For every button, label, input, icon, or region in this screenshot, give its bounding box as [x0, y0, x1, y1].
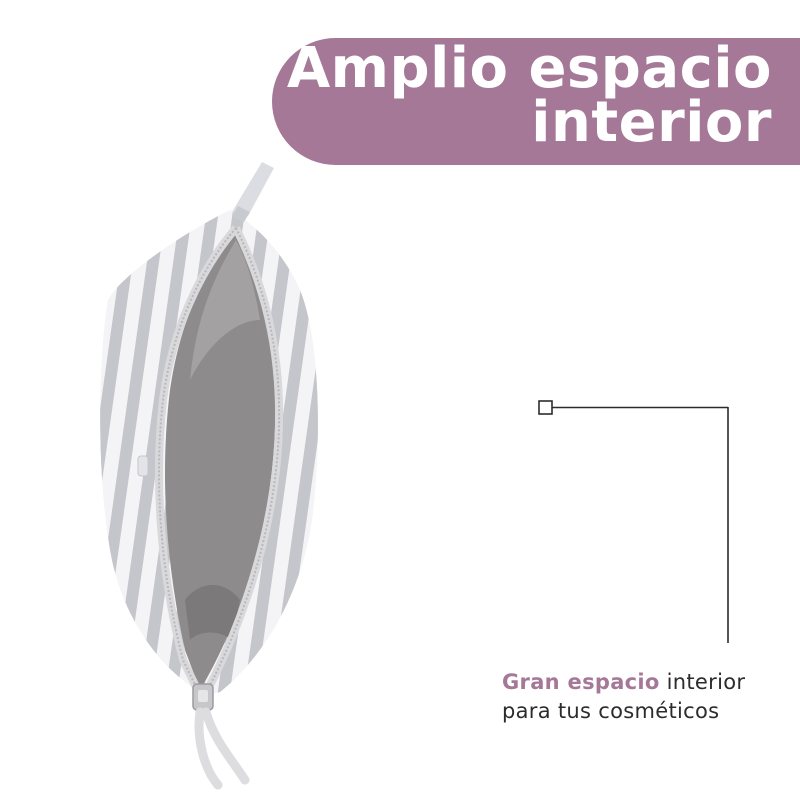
caption-line-1: Gran espacio interior	[502, 668, 745, 697]
feature-caption: Gran espacio interior para tus cosmético…	[502, 668, 745, 726]
caption-highlight: Gran espacio	[502, 670, 660, 694]
title-banner: Amplio espacio interior	[272, 38, 800, 165]
caption-rest: interior	[659, 670, 746, 694]
banner-title: Amplio espacio interior	[286, 36, 772, 155]
caption-line-2: para tus cosméticos	[502, 699, 720, 723]
banner-title-line-1: Amplio espacio	[286, 36, 772, 101]
banner-title-line-2: interior	[531, 90, 772, 155]
